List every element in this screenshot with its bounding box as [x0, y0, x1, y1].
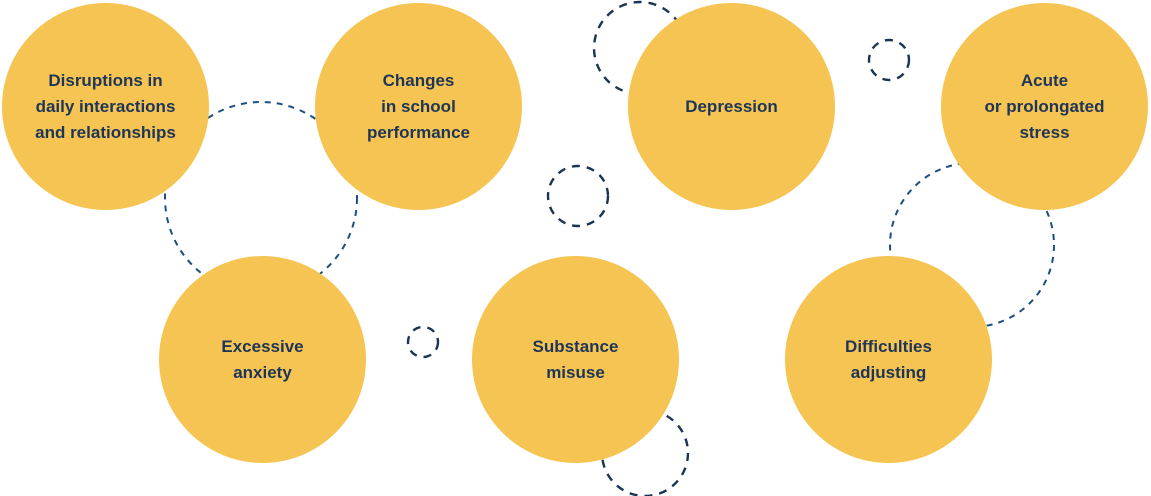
factor-bubble-anxiety: Excessive anxiety	[159, 256, 366, 463]
dashed-ring-small-top-right	[867, 38, 911, 82]
factor-bubble-stress: Acute or prolongated stress	[941, 3, 1148, 210]
factor-bubble-adjusting: Difficulties adjusting	[785, 256, 992, 463]
factor-bubble-depression: Depression	[628, 3, 835, 210]
factor-label: Difficulties adjusting	[845, 336, 932, 382]
factor-label: Substance misuse	[532, 336, 619, 382]
dashed-ring-middle	[546, 164, 610, 228]
factor-bubble-disruptions: Disruptions in daily interactions and re…	[2, 3, 209, 210]
factor-label: Acute or prolongated stress	[984, 70, 1105, 142]
dashed-ring-left	[164, 101, 358, 295]
factor-bubble-school: Changes in school performance	[315, 3, 522, 210]
factor-bubble-substance: Substance misuse	[472, 256, 679, 463]
factor-label: Excessive anxiety	[221, 336, 304, 382]
factor-label: Depression	[685, 96, 778, 116]
dashed-ring-small-bottom	[406, 325, 440, 359]
factor-label: Changes in school performance	[367, 70, 470, 142]
factor-label: Disruptions in daily interactions and re…	[35, 70, 176, 142]
